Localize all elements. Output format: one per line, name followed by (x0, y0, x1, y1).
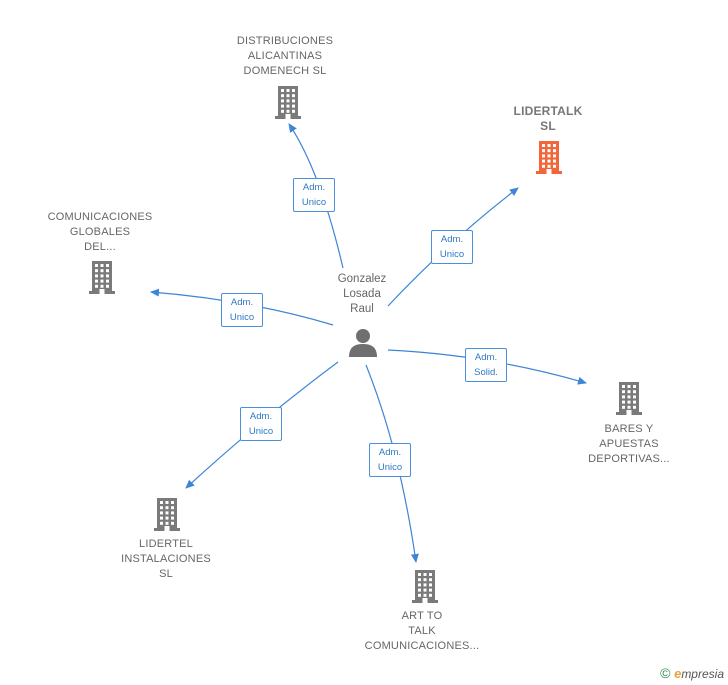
company-name-lidertel[interactable]: LIDERTEL INSTALACIONES SL (121, 538, 211, 580)
company-name-bares[interactable]: BARES Y APUESTAS DEPORTIVAS... (588, 423, 670, 465)
brand-name: mpresia (681, 667, 724, 681)
role-label-bares[interactable]: Adm. Solid. (465, 348, 507, 382)
building-icon[interactable] (86, 260, 118, 299)
company-name-arttotalk[interactable]: ART TO TALK COMUNICACIONES... (364, 610, 480, 652)
building-icon[interactable] (272, 85, 304, 124)
brand-initial: e (674, 666, 682, 681)
building-icon[interactable] (613, 381, 645, 420)
person-icon[interactable] (347, 327, 379, 357)
company-name-comunicaciones[interactable]: COMUNICACIONES GLOBALES DEL... (47, 211, 153, 253)
building-icon[interactable] (151, 497, 183, 536)
role-label-lidertel[interactable]: Adm. Unico (240, 407, 282, 441)
role-label-comunicaciones[interactable]: Adm. Unico (221, 293, 263, 327)
company-name-lidertalk[interactable]: LIDERTALK SL (513, 104, 583, 133)
role-label-distribuciones[interactable]: Adm. Unico (293, 178, 335, 212)
empresia-logo[interactable]: © empresia (660, 665, 724, 681)
building-icon[interactable] (409, 569, 441, 608)
company-name-distribuciones[interactable]: DISTRIBUCIONES ALICANTINAS DOMENECH SL (236, 35, 334, 77)
building-icon[interactable] (533, 140, 565, 179)
role-label-lidertalk[interactable]: Adm. Unico (431, 230, 473, 264)
person-name[interactable]: Gonzalez Losada Raul (337, 273, 387, 315)
role-label-arttotalk[interactable]: Adm. Unico (369, 443, 411, 477)
copyright-symbol: © (660, 665, 671, 681)
